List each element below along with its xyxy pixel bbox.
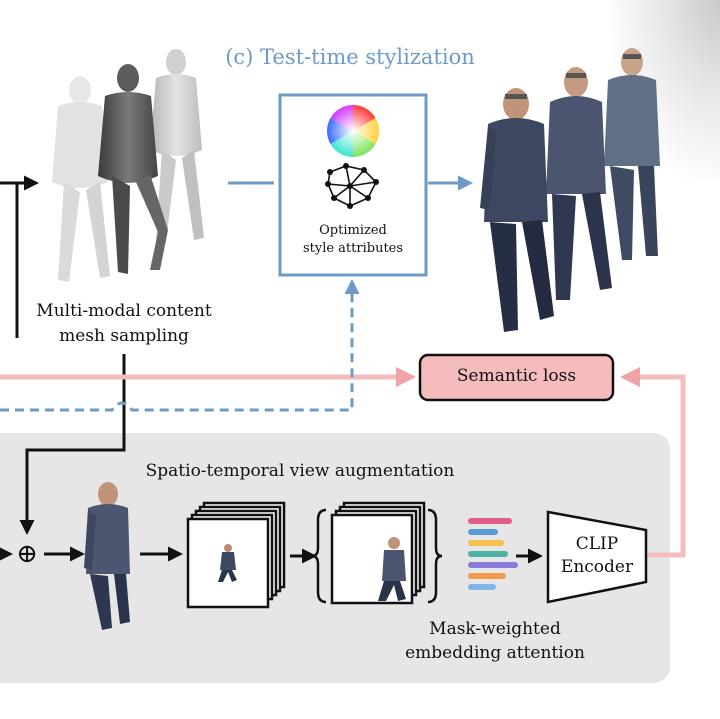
embedding-bar: [468, 562, 518, 568]
view-stack-2: [330, 501, 426, 605]
embedding-bars: [468, 518, 518, 590]
mesh-sampling-label-line2: mesh sampling: [59, 326, 189, 346]
embedding-bar: [468, 551, 508, 557]
embedding-bar: [468, 540, 504, 546]
clip-to-loss-arrow: [620, 367, 686, 558]
clip-encoder-shape: [546, 510, 648, 604]
feedback-dashed-arrow: [0, 279, 360, 412]
view-stack-1: [186, 501, 286, 609]
add-operator-icon: ⊕: [16, 539, 38, 569]
clip-label-line2: Encoder: [560, 557, 634, 577]
stylized-person-3: [604, 48, 660, 260]
color-wheel-icon: [327, 105, 379, 157]
attention-label-line2: embedding attention: [405, 643, 585, 663]
stylized-person-2: [546, 67, 612, 300]
clip-label-line1: CLIP: [575, 534, 619, 554]
style-caption-line2: style attributes: [302, 241, 404, 256]
attention-label-line1: Mask-weighted: [429, 619, 561, 639]
semantic-loss-label: Semantic loss: [456, 366, 577, 386]
stylized-person-1: [480, 88, 554, 332]
embedding-bar: [468, 518, 512, 524]
mesh-figure-2: [98, 64, 168, 274]
embedding-bar: [468, 584, 496, 590]
style-caption-line1: Optimized: [319, 223, 387, 238]
stylized-output-group: [480, 48, 660, 332]
embedding-bar: [468, 573, 506, 579]
augmented-person: [84, 482, 130, 630]
graph-network-icon: [325, 163, 379, 209]
semantic-loss-box: [418, 353, 615, 402]
left-brace: [311, 508, 327, 604]
mesh-figure-1: [52, 76, 110, 282]
augmentation-title: Spatio-temporal view augmentation: [145, 461, 455, 481]
section-c-title: (c) Test-time stylization: [225, 45, 475, 69]
mesh-group: [52, 49, 204, 282]
embedding-bar: [468, 529, 498, 535]
mesh-sampling-label-line1: Multi-modal content: [36, 301, 212, 321]
right-brace: [427, 508, 443, 604]
